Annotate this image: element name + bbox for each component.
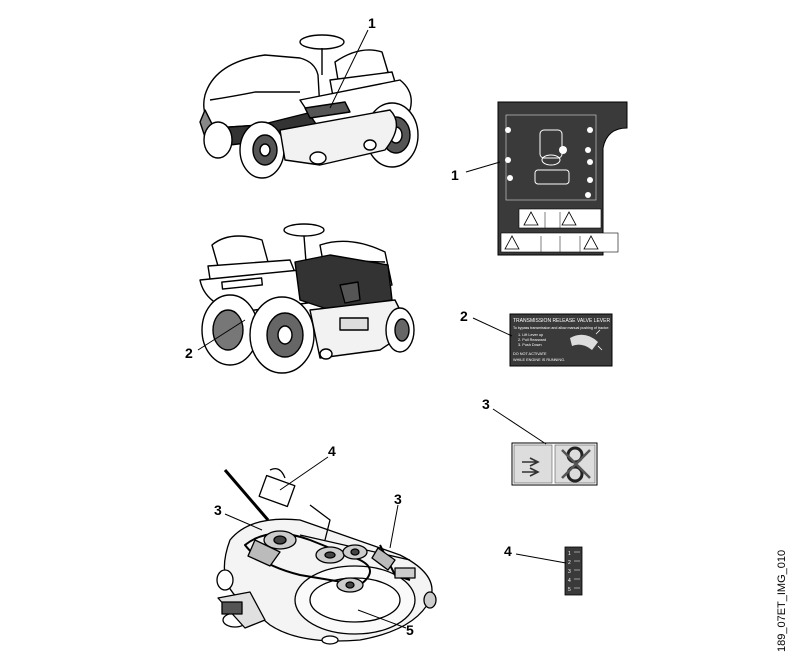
- callout-decal-4: 4: [504, 543, 512, 559]
- leader-deck-right-3: [389, 504, 399, 549]
- callout-decal-1: 1: [451, 167, 459, 183]
- leader-deck-left-3: [224, 513, 263, 531]
- leader-decal-1: [465, 161, 501, 173]
- callout-tractor-front: 1: [368, 15, 376, 31]
- leader-tractor-front: [329, 29, 369, 109]
- callout-decal-3: 3: [482, 396, 490, 412]
- mower-deck-illustration: [216, 467, 437, 645]
- tractor-front-illustration: [199, 34, 419, 179]
- decal-3-attachment: [511, 442, 598, 486]
- decal-4-mark-3: 3: [568, 569, 571, 575]
- decal-4-mark-2: 2: [568, 560, 571, 566]
- decal-2-heading: TRANSMISSION RELEASE VALVE LEVER: [513, 318, 610, 324]
- leader-decal-4: [515, 553, 567, 564]
- callout-deck-right-3: 3: [394, 491, 402, 507]
- decal-2-transmission-release: TRANSMISSION RELEASE VALVE LEVER To bypa…: [509, 313, 613, 367]
- decal-2-warning1: DO NOT ACTIVATE: [513, 352, 547, 356]
- decal-4-mark-4: 4: [568, 578, 571, 584]
- figure-code: 189_07ET_IMG_010: [776, 549, 788, 652]
- decal-2-step3: 3. Push Down: [518, 343, 542, 347]
- decal-2-step1: 1. Lift Lever up: [518, 333, 543, 337]
- decal-4-mark-5: 5: [568, 587, 571, 593]
- leader-tractor-rear: [197, 319, 246, 351]
- decal-2-step2: 2. Pull Rearward: [518, 338, 546, 342]
- leader-decal-3: [492, 408, 547, 445]
- callout-deck-left-3: 3: [214, 502, 222, 518]
- callout-tractor-rear: 2: [185, 345, 193, 361]
- decal-4-height-scale: 1 2 3 4 5: [564, 546, 583, 596]
- decal-2-line1: To bypass transmission and allow manual …: [513, 326, 609, 330]
- callout-deck-5: 5: [406, 622, 414, 638]
- decal-2-warning2: WHILE ENGINE IS RUNNING.: [513, 358, 565, 362]
- leader-deck-4: [279, 456, 329, 491]
- leader-decal-2: [472, 317, 513, 337]
- decal-4-mark-1: 1: [568, 551, 571, 557]
- callout-deck-4: 4: [328, 443, 336, 459]
- callout-decal-2: 2: [460, 308, 468, 324]
- decal-1-control-panel: [497, 101, 628, 256]
- tractor-rear-illustration: [199, 223, 415, 374]
- leader-lines: [197, 29, 567, 629]
- leader-deck-5: [357, 609, 407, 629]
